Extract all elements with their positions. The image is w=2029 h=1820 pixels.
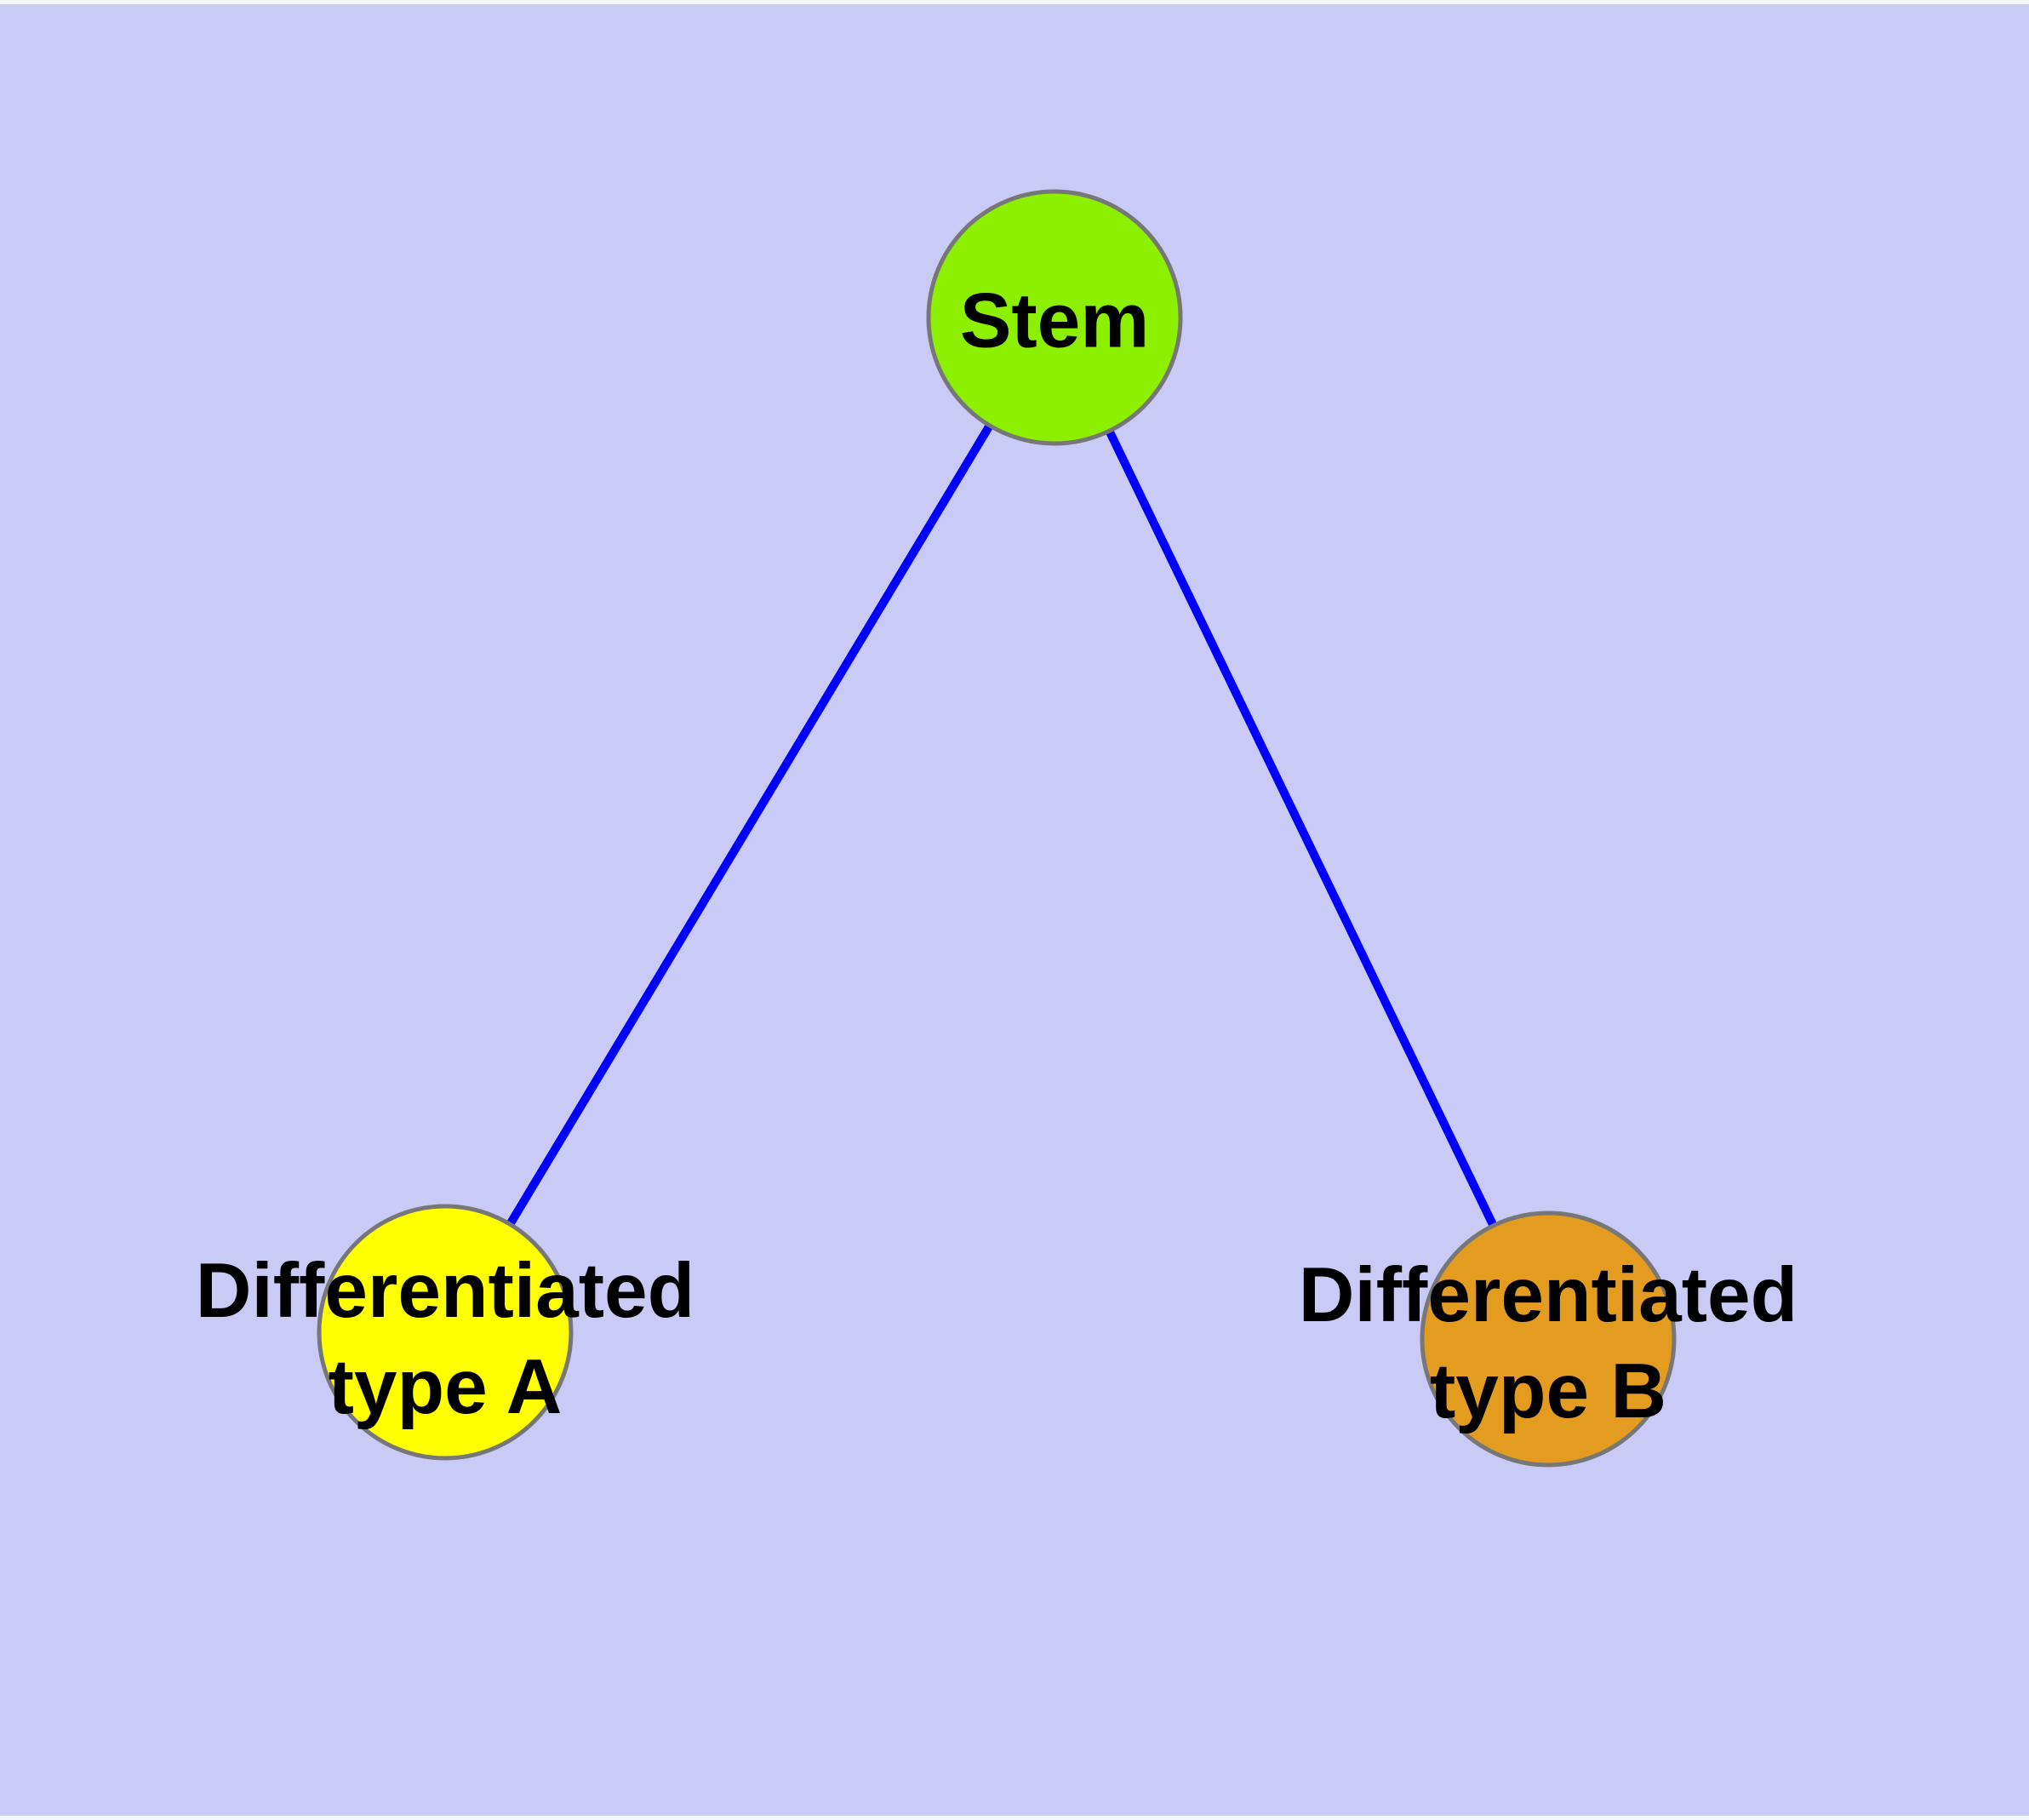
bottom-edge-highlight	[0, 1816, 2029, 1820]
type-a-node-label: Differentiated type A	[196, 1243, 695, 1435]
type-a-node-circle	[317, 1204, 574, 1461]
type-b-label-line2: type B	[1429, 1348, 1667, 1434]
edge-stem-to-type-a	[441, 315, 1059, 1335]
top-edge-highlight	[0, 0, 2029, 4]
edge-stem-to-type-b	[1050, 315, 1552, 1342]
stem-node-circle	[926, 189, 1183, 446]
type-b-node-circle	[1420, 1210, 1677, 1468]
type-b-node-label: Differentiated type B	[1299, 1247, 1798, 1439]
type-a-label-line1: Differentiated	[195, 1248, 695, 1334]
type-a-label-line2: type A	[328, 1344, 563, 1430]
stem-node-label: Stem	[959, 278, 1150, 364]
type-b-label-line1: Differentiated	[1298, 1252, 1798, 1338]
